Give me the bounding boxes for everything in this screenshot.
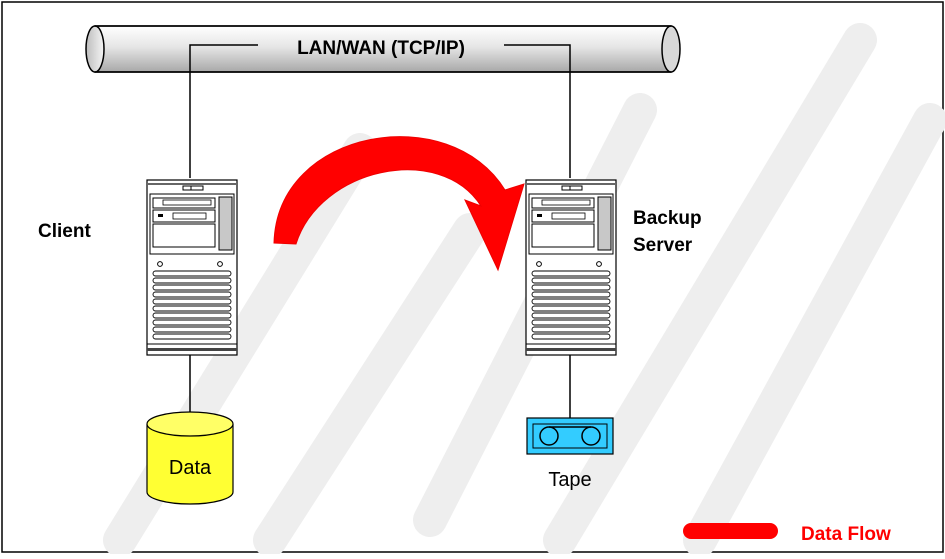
legend-swatch [683,523,778,539]
backup-server-label-line1: Backup [633,208,702,229]
client-label: Client [38,221,91,242]
tape-icon [526,417,614,455]
backup-server-icon [525,179,617,356]
client-server-icon [146,179,238,356]
data-cylinder-icon [146,411,234,505]
network-label: LAN/WAN (TCP/IP) [297,38,465,59]
tape-label: Tape [548,469,591,491]
legend-label: Data Flow [801,524,891,545]
data-flow-arrow [273,136,525,272]
data-label: Data [169,457,212,479]
backup-server-label-line2: Server [633,235,693,256]
network-pipe [85,25,681,73]
network-connections [189,44,571,178]
